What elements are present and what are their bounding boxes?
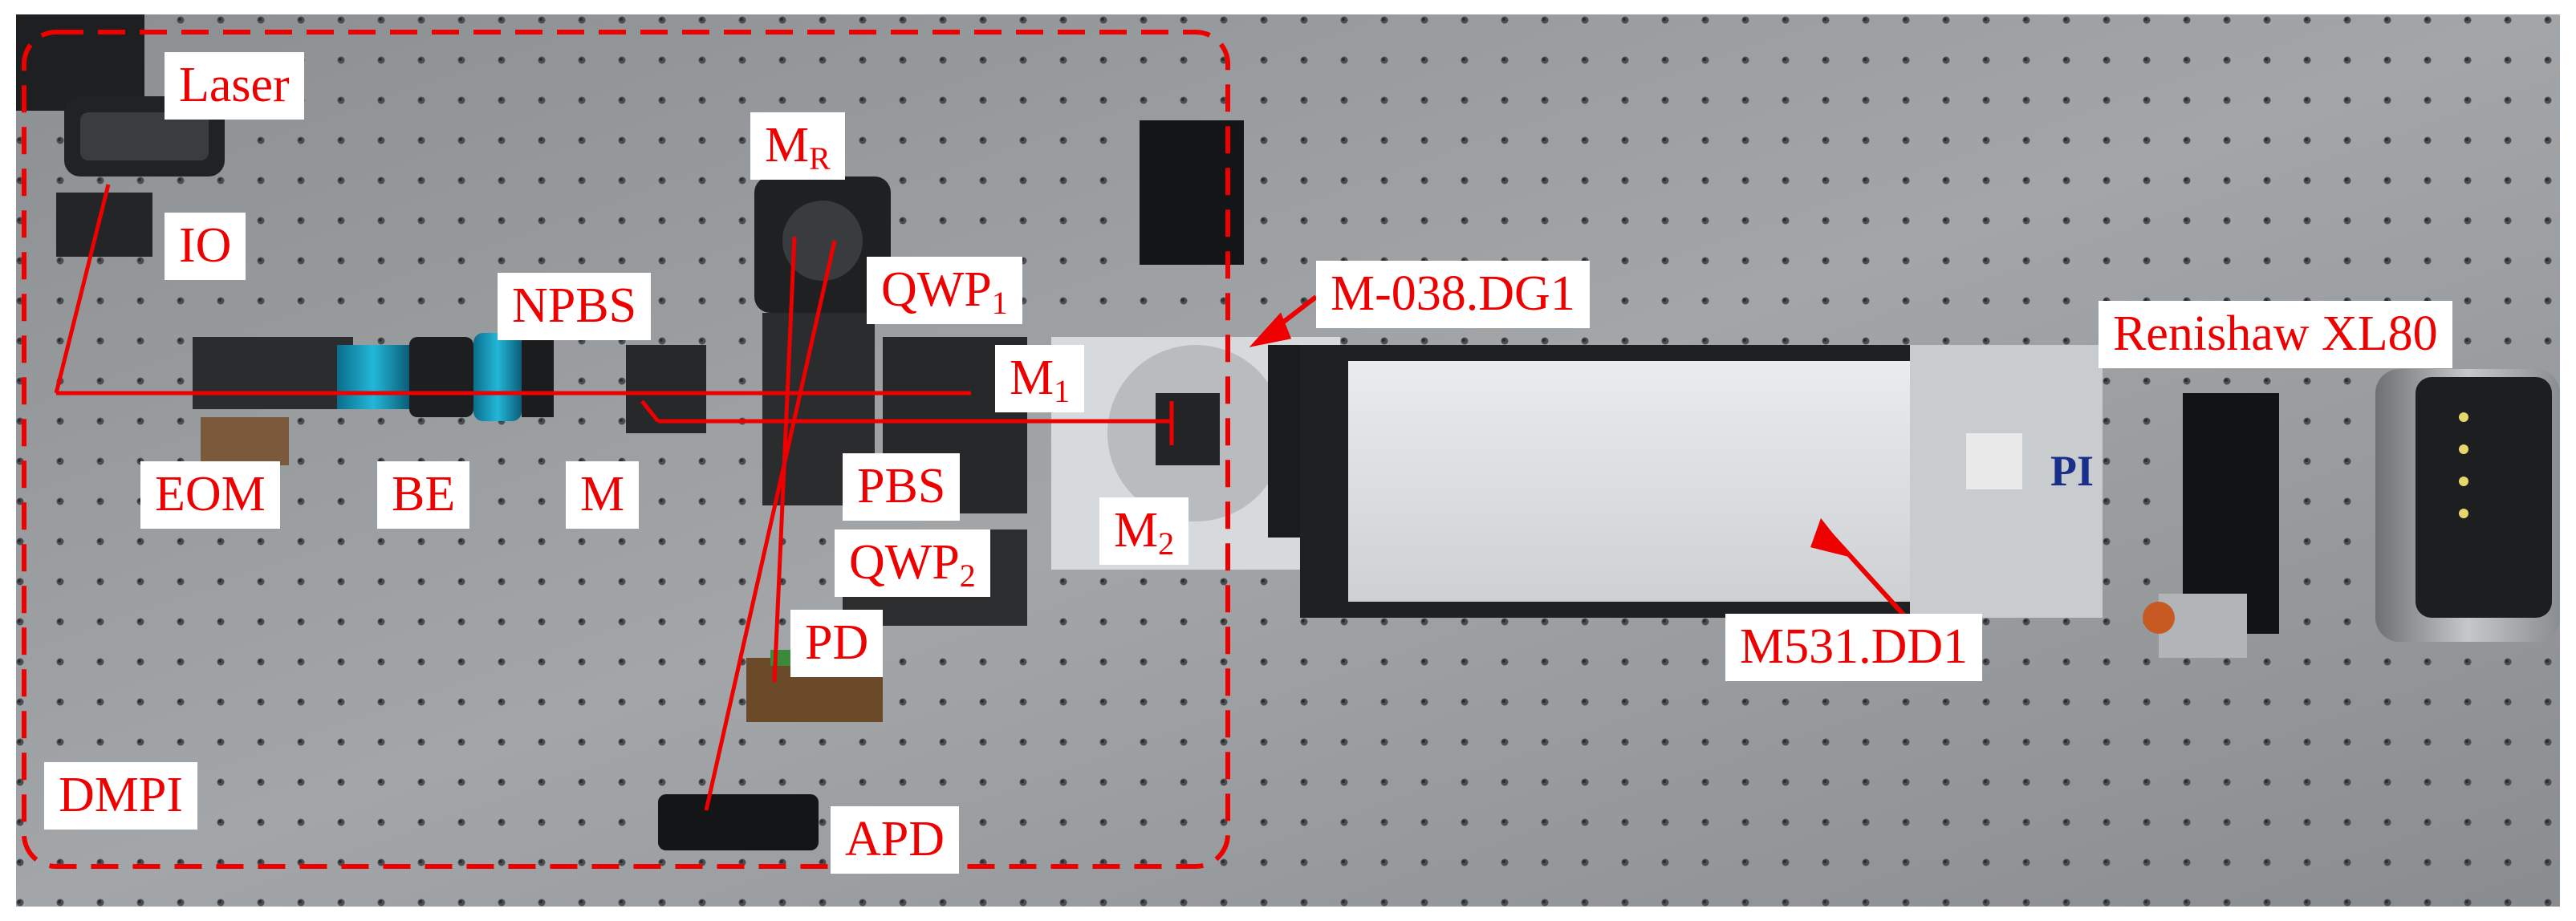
label-mr-text: M	[765, 118, 810, 172]
label-npbs: NPBS	[498, 273, 652, 340]
label-m531-text: M531.DD1	[1740, 619, 1969, 674]
label-io: IO	[165, 213, 246, 280]
label-apd: APD	[831, 806, 960, 874]
label-pd: PD	[790, 610, 884, 677]
label-qwp1-text: QWP	[881, 262, 992, 317]
beam-path	[54, 184, 1174, 811]
label-pd-text: PD	[805, 615, 869, 670]
label-mr-subscript: R	[809, 140, 831, 176]
label-qwp1: QWP1	[867, 257, 1022, 324]
label-laser: Laser	[165, 52, 304, 120]
label-m1-subscript: 1	[1054, 373, 1071, 409]
label-m: M	[566, 461, 640, 529]
label-renishaw: Renishaw XL80	[2099, 301, 2452, 368]
label-qwp1-subscript: 1	[991, 285, 1008, 321]
label-m1: M1	[995, 345, 1085, 412]
pi-logo-text: PI	[2050, 447, 2094, 495]
label-npbs-text: NPBS	[512, 278, 637, 333]
label-m2-subscript: 2	[1158, 525, 1175, 562]
label-renishaw-text: Renishaw XL80	[2113, 306, 2438, 361]
label-pbs: PBS	[843, 453, 961, 521]
label-qwp2: QWP2	[835, 529, 990, 597]
label-laser-text: Laser	[179, 58, 290, 112]
label-m531: M531.DD1	[1725, 614, 1983, 681]
label-be-text: BE	[392, 467, 456, 521]
annotation-arrows	[1249, 294, 1912, 624]
dmpi-dashed-frame	[22, 30, 1230, 869]
label-be: BE	[377, 461, 470, 529]
label-dmpi-text: DMPI	[59, 768, 184, 822]
label-m1-text: M	[1010, 351, 1054, 405]
label-m2-text: M	[1114, 503, 1159, 558]
label-m-text: M	[580, 467, 625, 521]
label-m038-text: M-038.DG1	[1331, 266, 1575, 321]
label-apd-text: APD	[845, 812, 945, 866]
label-eom: EOM	[140, 461, 280, 529]
label-mr: MR	[750, 112, 845, 180]
label-io-text: IO	[179, 218, 232, 273]
label-pbs-text: PBS	[857, 459, 946, 513]
label-m038: M-038.DG1	[1316, 261, 1590, 328]
label-dmpi: DMPI	[44, 762, 198, 830]
label-qwp2-subscript: 2	[959, 558, 976, 594]
label-eom-text: EOM	[155, 467, 266, 521]
label-m2: M2	[1099, 497, 1189, 565]
label-qwp2-text: QWP	[849, 535, 960, 590]
